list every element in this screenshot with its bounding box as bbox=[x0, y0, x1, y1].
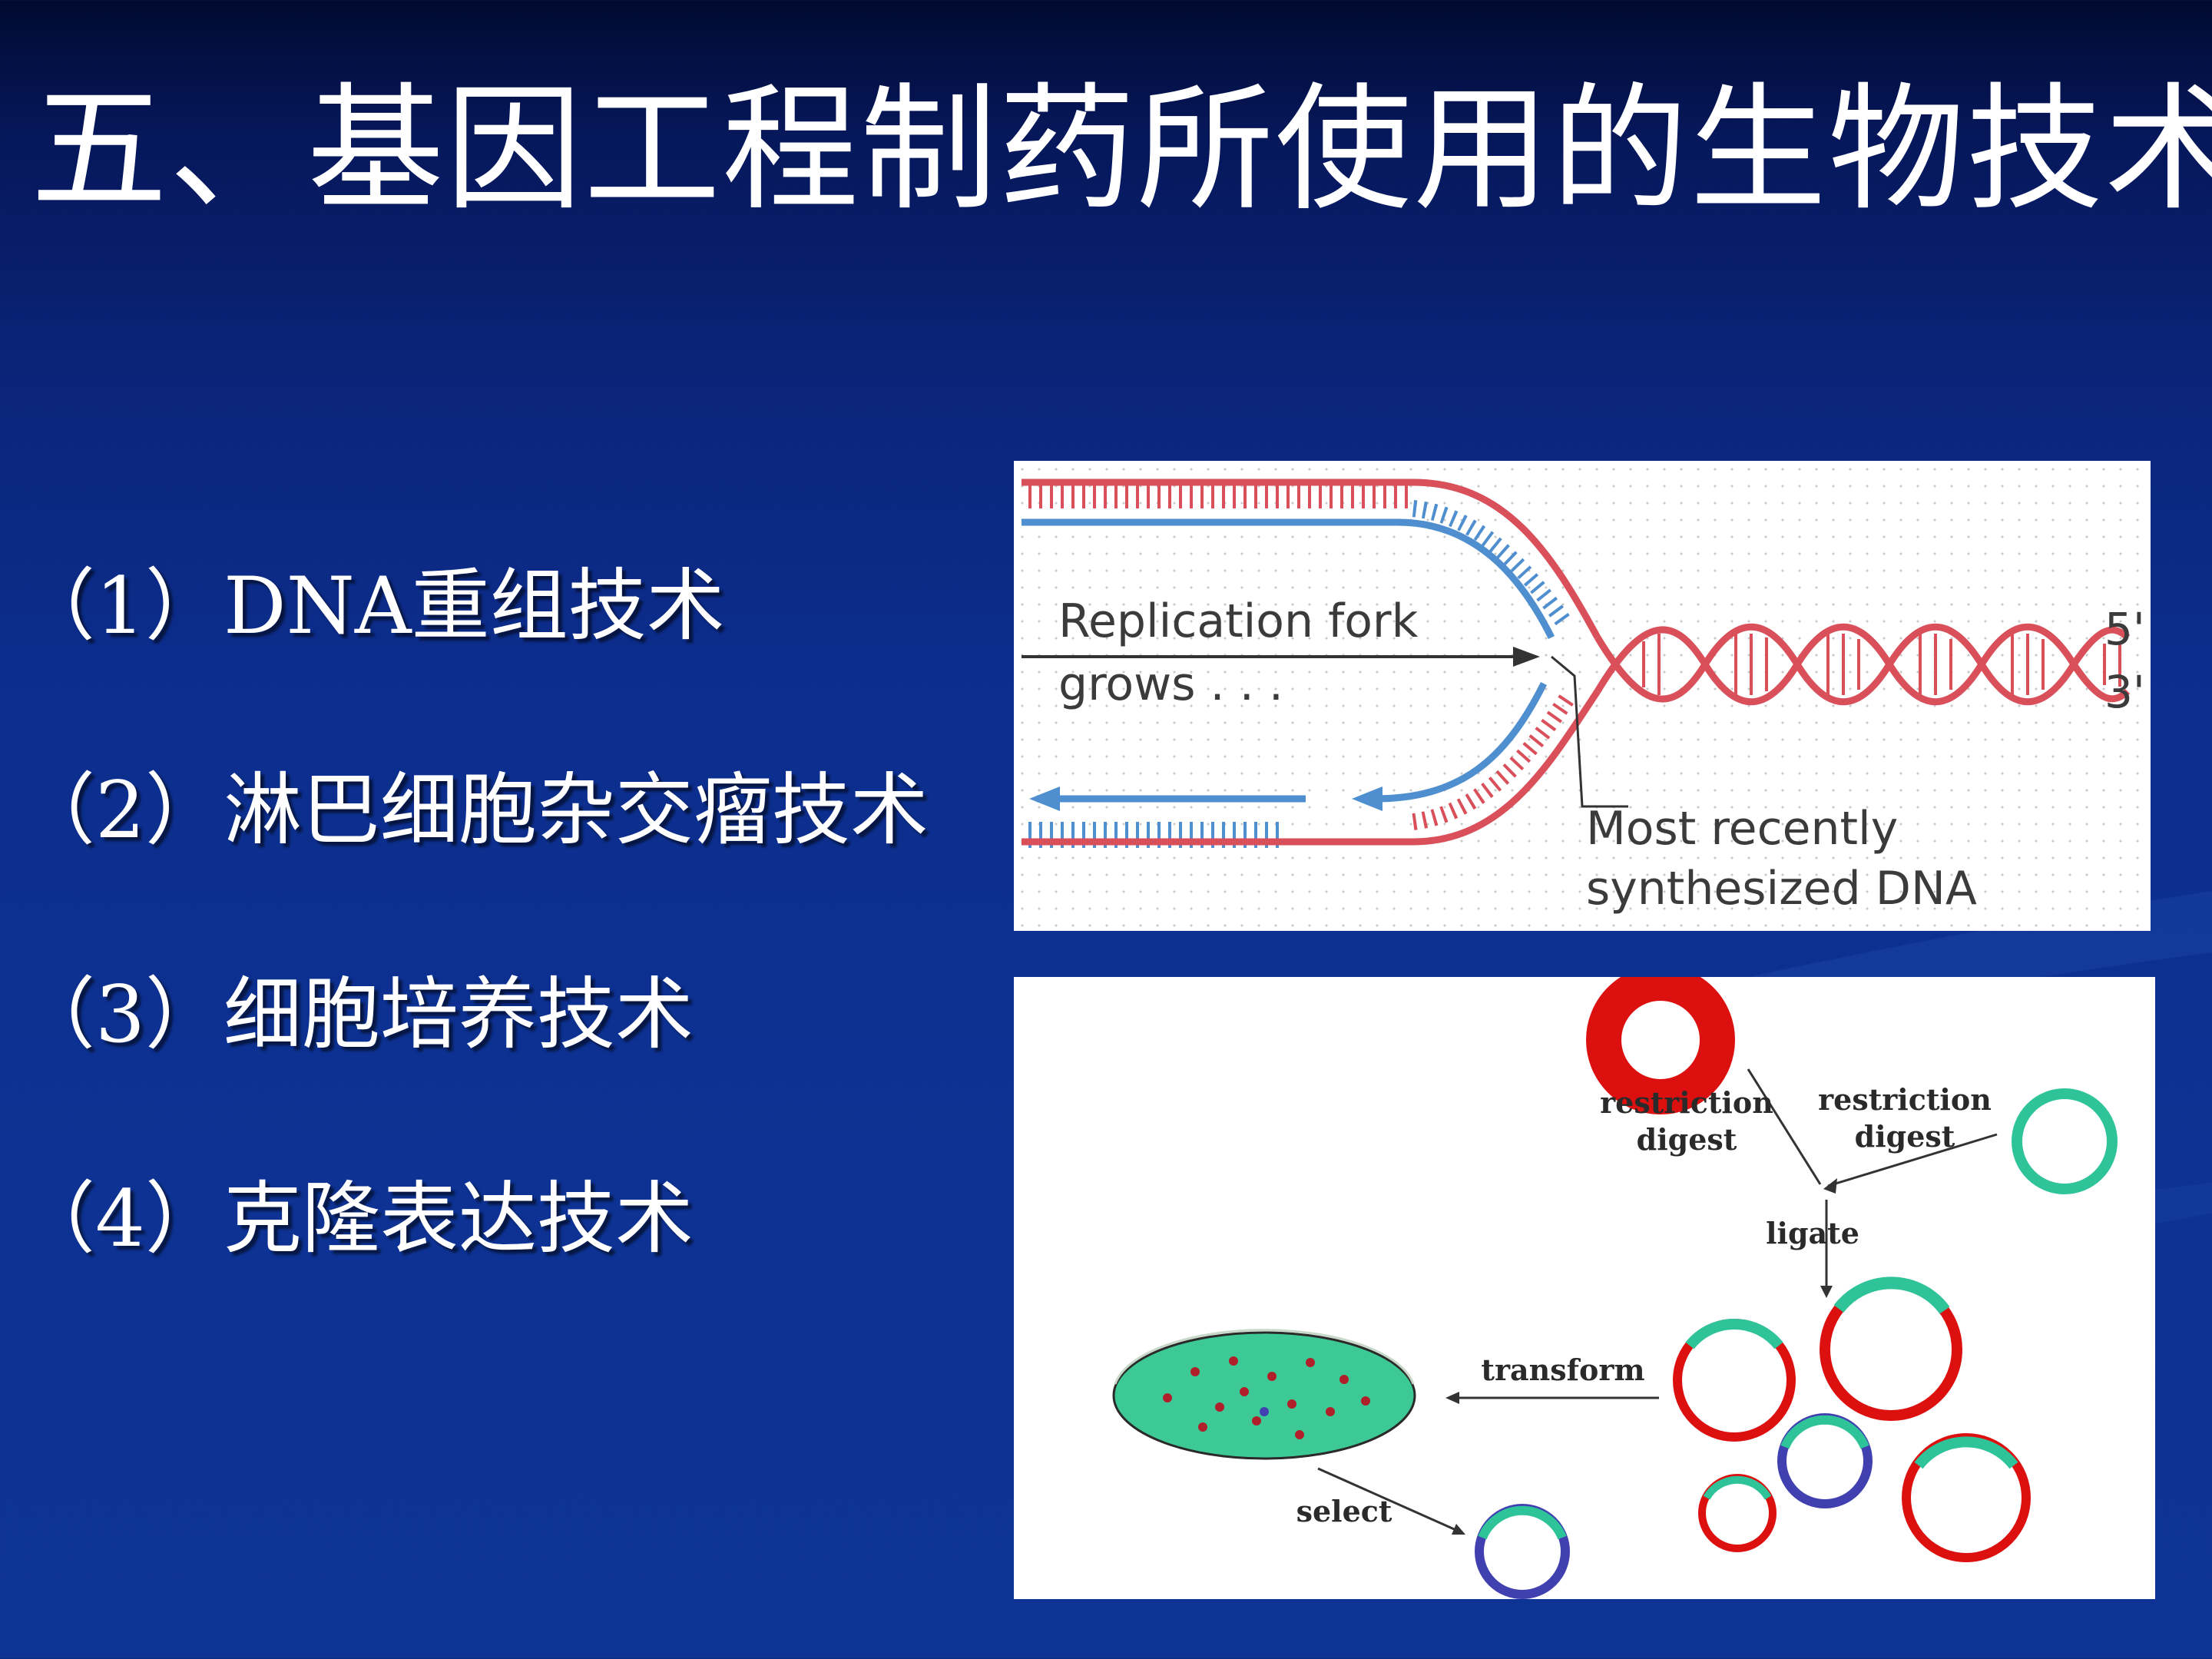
cloning-workflow-figure: restriction digest restriction digest li… bbox=[1014, 977, 2155, 1599]
technology-list: （1）DNA重组技术 （2）淋巴细胞杂交瘤技术 （3）细胞培养技术 （4）克隆表… bbox=[17, 553, 1008, 1370]
top-parent-strand bbox=[1022, 478, 1601, 640]
list-item: （1）DNA重组技术 bbox=[17, 561, 725, 652]
transform-label: transform bbox=[1481, 1353, 1645, 1387]
bacterial-colonies bbox=[1163, 1356, 1370, 1439]
top-rungs bbox=[1025, 482, 1409, 508]
recent-dna-label-line1: Most recently bbox=[1586, 802, 1899, 856]
three-prime-end-label: 3' bbox=[2104, 666, 2145, 718]
bottom-okazaki-strand bbox=[1374, 681, 1548, 803]
list-item: （2）淋巴细胞杂交瘤技术 bbox=[17, 765, 929, 856]
top-new-strand bbox=[1022, 518, 1555, 640]
slide-title: 五、基因工程制药所使用的生物技术 bbox=[31, 70, 2212, 229]
vector-plasmid bbox=[2012, 1088, 2118, 1194]
list-item: （4）克隆表达技术 bbox=[17, 1174, 694, 1265]
helix-strand-a bbox=[1594, 623, 2131, 706]
restriction-left-line2: digest bbox=[1636, 1122, 1737, 1157]
restriction-right-line2: digest bbox=[1854, 1119, 1955, 1154]
recent-dna-label-line2: synthesized DNA bbox=[1586, 862, 1977, 916]
select-label: select bbox=[1296, 1494, 1392, 1528]
selected-colony bbox=[1260, 1407, 1269, 1416]
select-arrow bbox=[1317, 1467, 1460, 1533]
five-prime-end-label: 5' bbox=[2104, 603, 2145, 655]
list-item: （3）细胞培养技术 bbox=[17, 969, 694, 1061]
helix-strand-b bbox=[1594, 623, 2131, 706]
fork-label-line2: grows . . . bbox=[1058, 657, 1283, 711]
fork-label-line1: Replication fork bbox=[1058, 594, 1419, 648]
recent-dna-pointer bbox=[1551, 655, 1628, 808]
helix-rungs bbox=[1642, 634, 2121, 695]
replication-fork-figure: Replication fork grows . . . Most recent… bbox=[1014, 461, 2151, 931]
cloning-workflow-diagram bbox=[1112, 977, 2118, 1599]
replication-fork-diagram bbox=[1022, 478, 2131, 848]
source-dna-plasmid bbox=[1586, 977, 1735, 1114]
restriction-right-line1: restriction bbox=[1818, 1082, 1992, 1117]
ligate-label: ligate bbox=[1766, 1216, 1859, 1250]
petri-dish bbox=[1112, 1331, 1416, 1460]
restriction-left-line1: restriction bbox=[1600, 1085, 1773, 1120]
